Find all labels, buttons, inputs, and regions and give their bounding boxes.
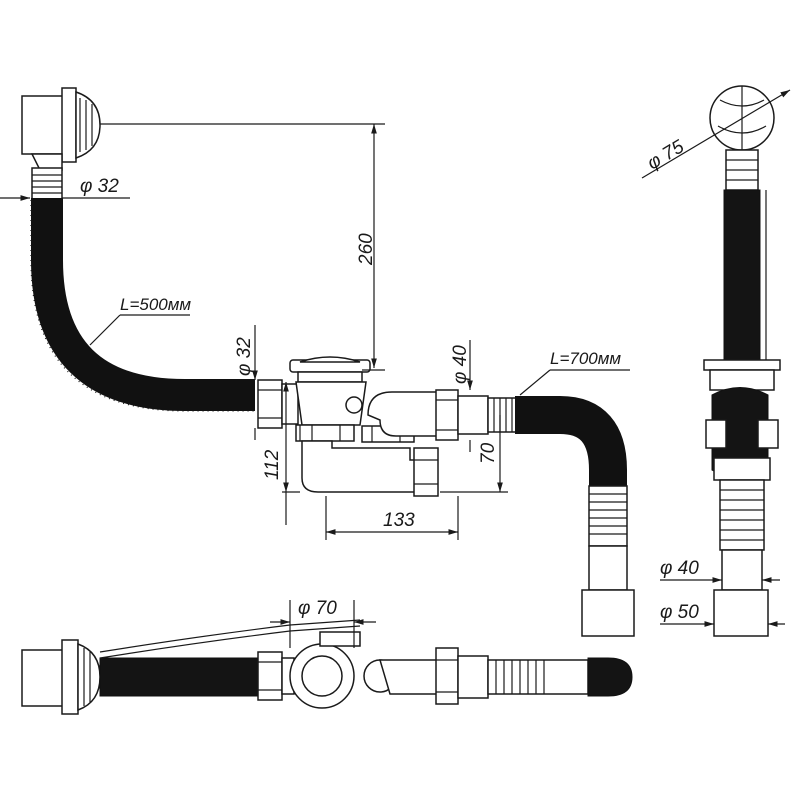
union-nut-32 [257,379,299,429]
dim-d50-right: φ 50 [660,602,699,623]
corrugated-down [581,485,635,637]
dim-d40-right: φ 40 [660,558,699,579]
front-view [0,87,635,637]
dim-h112: 112 [262,449,283,480]
outlet-elbow [367,389,489,441]
hose-700 [515,396,627,490]
dim-d70-bottom: φ 70 [298,598,337,619]
drain-plug [289,356,371,383]
dim-d40-mid: φ 40 [450,345,471,384]
hose-500 [31,198,255,411]
top-view [21,600,633,715]
dim-h260: 260 [356,233,377,266]
overflow-neck [31,167,63,201]
dim-d32-top: φ 32 [80,176,119,197]
dim-len-700: L=700мм [550,349,621,368]
corrugated-section [487,397,517,433]
dim-w133: 133 [383,510,415,531]
dim-len-500: L=500мм [120,295,191,314]
dim-h70: 70 [478,442,499,464]
siphon-body [295,381,439,497]
dim-d75: φ 75 [644,136,688,174]
overflow-head [21,87,101,171]
dim-d32-mid: φ 32 [234,337,255,376]
side-view [641,85,791,637]
